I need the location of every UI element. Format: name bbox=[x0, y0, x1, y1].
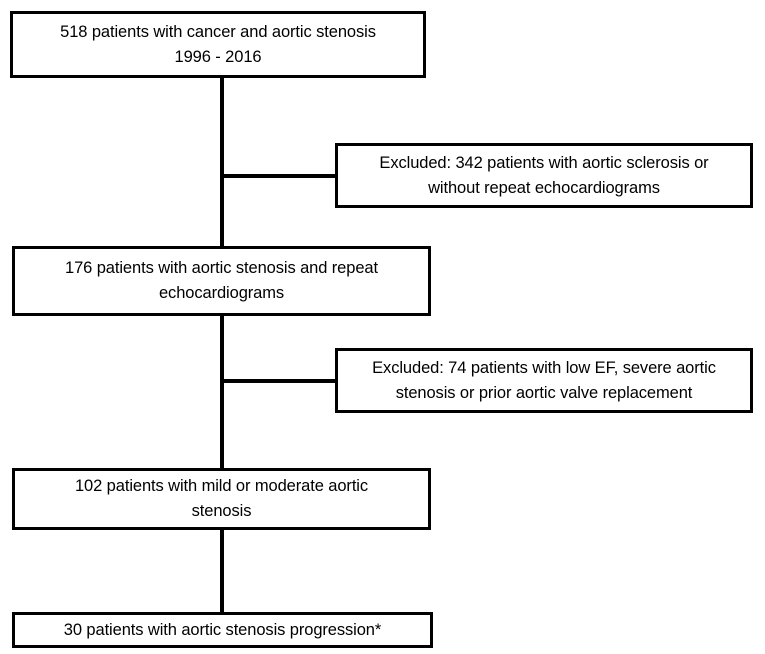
node-enrolled-cohort-label: 518 patients with cancer and aortic sten… bbox=[60, 22, 376, 66]
connector-mild-moderate-to-progression bbox=[220, 530, 224, 612]
connector-branch-to-excluded-2 bbox=[220, 379, 338, 383]
node-enrolled-cohort: 518 patients with cancer and aortic sten… bbox=[10, 11, 426, 78]
node-excluded-low-ef-severe-as-avr: Excluded: 74 patients with low EF, sever… bbox=[335, 348, 753, 413]
node-stenosis-progression-cohort: 30 patients with aortic stenosis progres… bbox=[12, 612, 433, 648]
node-mild-moderate-stenosis-cohort: 102 patients with mild or moderate aorti… bbox=[12, 468, 431, 530]
node-stenosis-progression-cohort-label: 30 patients with aortic stenosis progres… bbox=[63, 620, 382, 639]
node-repeat-echocardiograms-cohort-label: 176 patients with aortic stenosis and re… bbox=[65, 259, 378, 302]
node-excluded-sclerosis-no-repeat-echo-label: Excluded: 342 patients with aortic scler… bbox=[379, 153, 709, 197]
node-repeat-echocardiograms-cohort: 176 patients with aortic stenosis and re… bbox=[12, 246, 431, 316]
connector-enrolled-to-repeat-echo bbox=[220, 78, 224, 246]
connector-repeat-echo-to-mild-moderate bbox=[220, 316, 224, 468]
connector-branch-to-excluded-1 bbox=[220, 174, 338, 178]
node-excluded-low-ef-severe-as-avr-label: Excluded: 74 patients with low EF, sever… bbox=[372, 358, 716, 402]
node-excluded-sclerosis-no-repeat-echo: Excluded: 342 patients with aortic scler… bbox=[335, 143, 753, 208]
node-mild-moderate-stenosis-cohort-label: 102 patients with mild or moderate aorti… bbox=[74, 477, 369, 520]
